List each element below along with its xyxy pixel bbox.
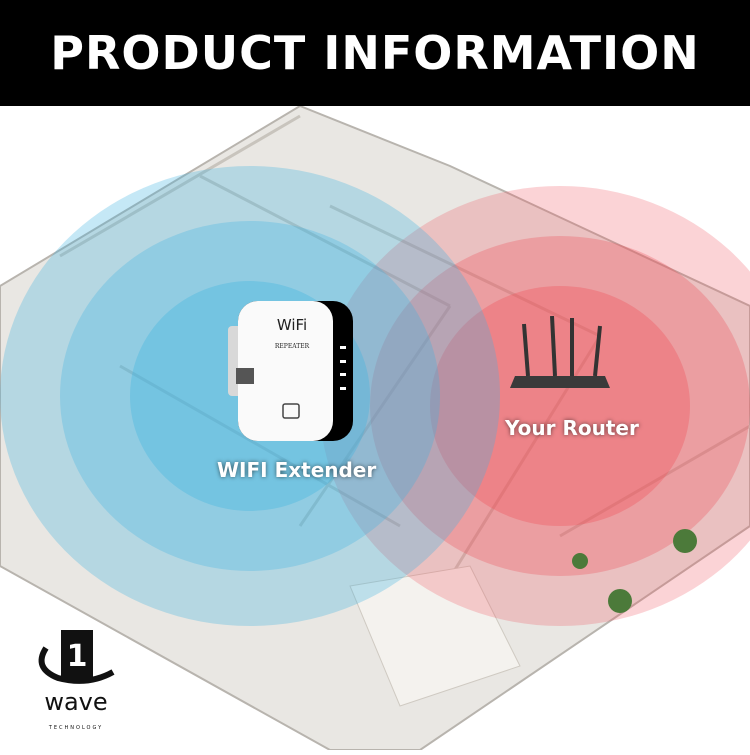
floor-plan-illustration: WiFi REPEATER WIFI Extender Your Router [0,104,750,751]
plants [572,529,697,613]
brand-logo: 1 wave TECHNOLOGY [38,630,115,731]
router-signal-rings [320,186,750,626]
logo-name: wave [44,688,107,716]
router-device [510,316,610,388]
device-brand: WiFi [277,316,307,334]
wps-button [282,403,300,419]
floor-plan [0,104,750,751]
ethernet-port [236,368,254,384]
logo-tagline: TECHNOLOGY [48,725,103,731]
status-leds [340,346,346,390]
stairs [349,565,521,707]
router-label: Your Router [505,416,639,440]
wifi-extender-device: WiFi REPEATER [228,301,353,441]
device-model: REPEATER [275,343,310,350]
extender-label: WIFI Extender [217,458,377,482]
logo-number: 1 [67,639,88,674]
page-title: PRODUCT INFORMATION [50,26,700,80]
header-banner: PRODUCT INFORMATION [0,0,750,106]
